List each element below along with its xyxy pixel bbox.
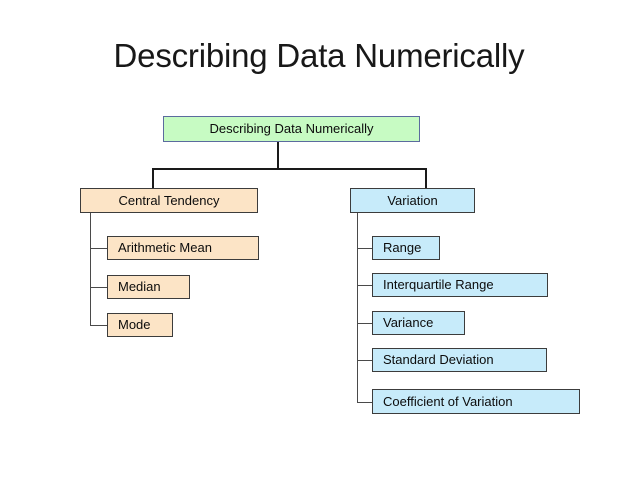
- node-arithmetic-mean[interactable]: Arithmetic Mean: [107, 236, 259, 260]
- node-central-tendency-label: Central Tendency: [118, 192, 220, 208]
- node-standard-deviation-label: Standard Deviation: [383, 352, 494, 367]
- connector-arm-arithmetic-mean: [90, 248, 108, 249]
- connector-root-split: [152, 168, 427, 170]
- connector-arm-coefficient-of-variation: [357, 402, 373, 403]
- node-arithmetic-mean-label: Arithmetic Mean: [118, 240, 212, 255]
- node-interquartile-range-label: Interquartile Range: [383, 277, 494, 292]
- node-median-label: Median: [118, 279, 161, 294]
- node-variance-label: Variance: [383, 315, 434, 330]
- node-variation-label: Variation: [387, 192, 438, 208]
- node-standard-deviation[interactable]: Standard Deviation: [372, 348, 547, 372]
- connector-arm-median: [90, 287, 108, 288]
- node-root-label: Describing Data Numerically: [209, 121, 374, 136]
- connector-arm-mode: [90, 325, 108, 326]
- connector-drop-central-tendency: [152, 168, 154, 188]
- connector-arm-range: [357, 248, 373, 249]
- node-range[interactable]: Range: [372, 236, 440, 260]
- node-root[interactable]: Describing Data Numerically: [163, 116, 420, 142]
- node-median[interactable]: Median: [107, 275, 190, 299]
- connector-root-stem: [277, 142, 279, 169]
- page-title: Describing Data Numerically: [113, 37, 525, 74]
- node-range-label: Range: [383, 240, 422, 255]
- node-coefficient-of-variation[interactable]: Coefficient of Variation: [372, 389, 580, 414]
- node-coefficient-of-variation-label: Coefficient of Variation: [383, 393, 513, 409]
- connector-arm-standard-deviation: [357, 360, 373, 361]
- connector-drop-variation: [425, 168, 427, 188]
- connector-arm-variance: [357, 323, 373, 324]
- connector-arm-interquartile-range: [357, 285, 373, 286]
- node-central-tendency[interactable]: Central Tendency: [80, 188, 258, 213]
- node-mode-label: Mode: [118, 317, 151, 332]
- node-variation[interactable]: Variation: [350, 188, 475, 213]
- node-mode[interactable]: Mode: [107, 313, 173, 337]
- connector-trunk-central-tendency: [90, 213, 91, 326]
- node-variance[interactable]: Variance: [372, 311, 465, 335]
- connector-trunk-variation: [357, 213, 358, 403]
- node-interquartile-range[interactable]: Interquartile Range: [372, 273, 548, 297]
